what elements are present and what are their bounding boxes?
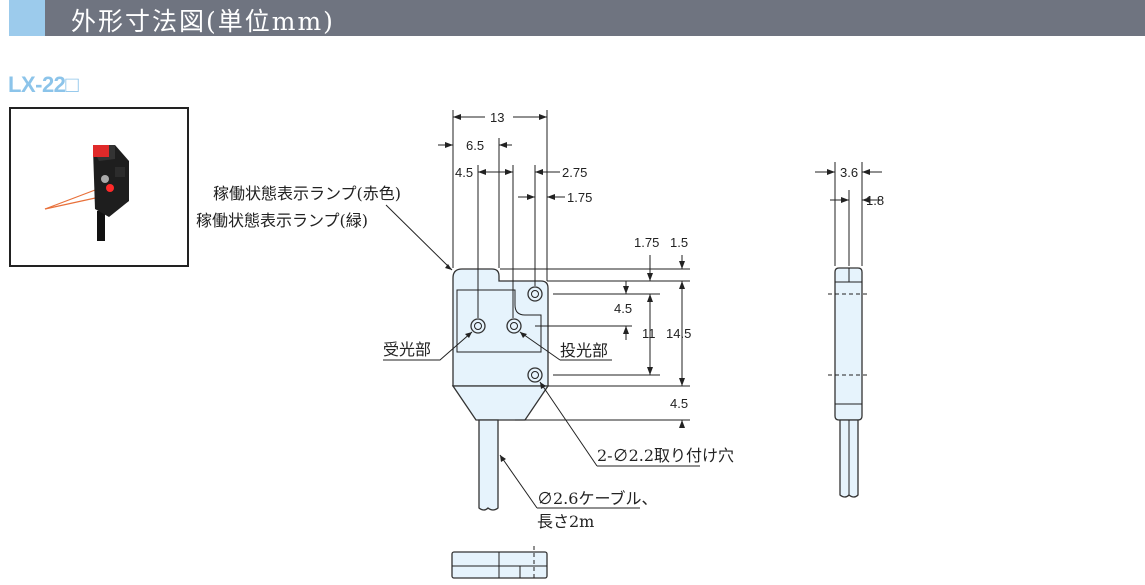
receiver-label: 受光部 <box>383 340 431 359</box>
bottom-view <box>451 546 548 580</box>
callouts: 稼働状態表示ランプ(赤色) 稼働状態表示ランプ(緑) 受光部 投光部 2-∅2.… <box>196 184 734 531</box>
dim-13: 13 <box>490 110 504 125</box>
dim-11: 11 <box>642 326 656 341</box>
model-name: LX-22□ <box>8 72 79 97</box>
sensor-image <box>44 145 129 241</box>
front-view <box>451 268 550 511</box>
arrowheads <box>445 114 870 462</box>
mount-holes-label: 2-∅2.2取り付け穴 <box>597 446 734 465</box>
lamp-green-label: 稼働状態表示ランプ(緑) <box>196 211 368 230</box>
dim-3-6: 3.6 <box>840 165 858 180</box>
cable-length-label: 長さ2m <box>537 512 594 531</box>
dim-1-75-v: 1.75 <box>634 235 659 250</box>
dim-1-5: 1.5 <box>670 235 688 250</box>
section-header: 外形寸法図(単位mm) <box>9 0 1145 36</box>
dim-4-5-bot: 4.5 <box>670 396 688 411</box>
cable-label: ∅2.6ケーブル、 <box>537 489 658 508</box>
lamp-red-label: 稼働状態表示ランプ(赤色) <box>213 184 401 203</box>
dim-2-75: 2.75 <box>562 165 587 180</box>
dim-6-5: 6.5 <box>466 138 484 153</box>
dim-14-5: 14.5 <box>666 326 691 341</box>
header-accent <box>9 0 45 36</box>
dim-1-75-h: 1.75 <box>567 190 592 205</box>
section-title: 外形寸法図(単位mm) <box>71 7 335 36</box>
dim-4-5-mid: 4.5 <box>614 301 632 316</box>
side-view <box>815 162 882 498</box>
dim-4-5-top: 4.5 <box>455 165 473 180</box>
product-photo <box>9 107 189 267</box>
emitter-label: 投光部 <box>560 341 608 360</box>
